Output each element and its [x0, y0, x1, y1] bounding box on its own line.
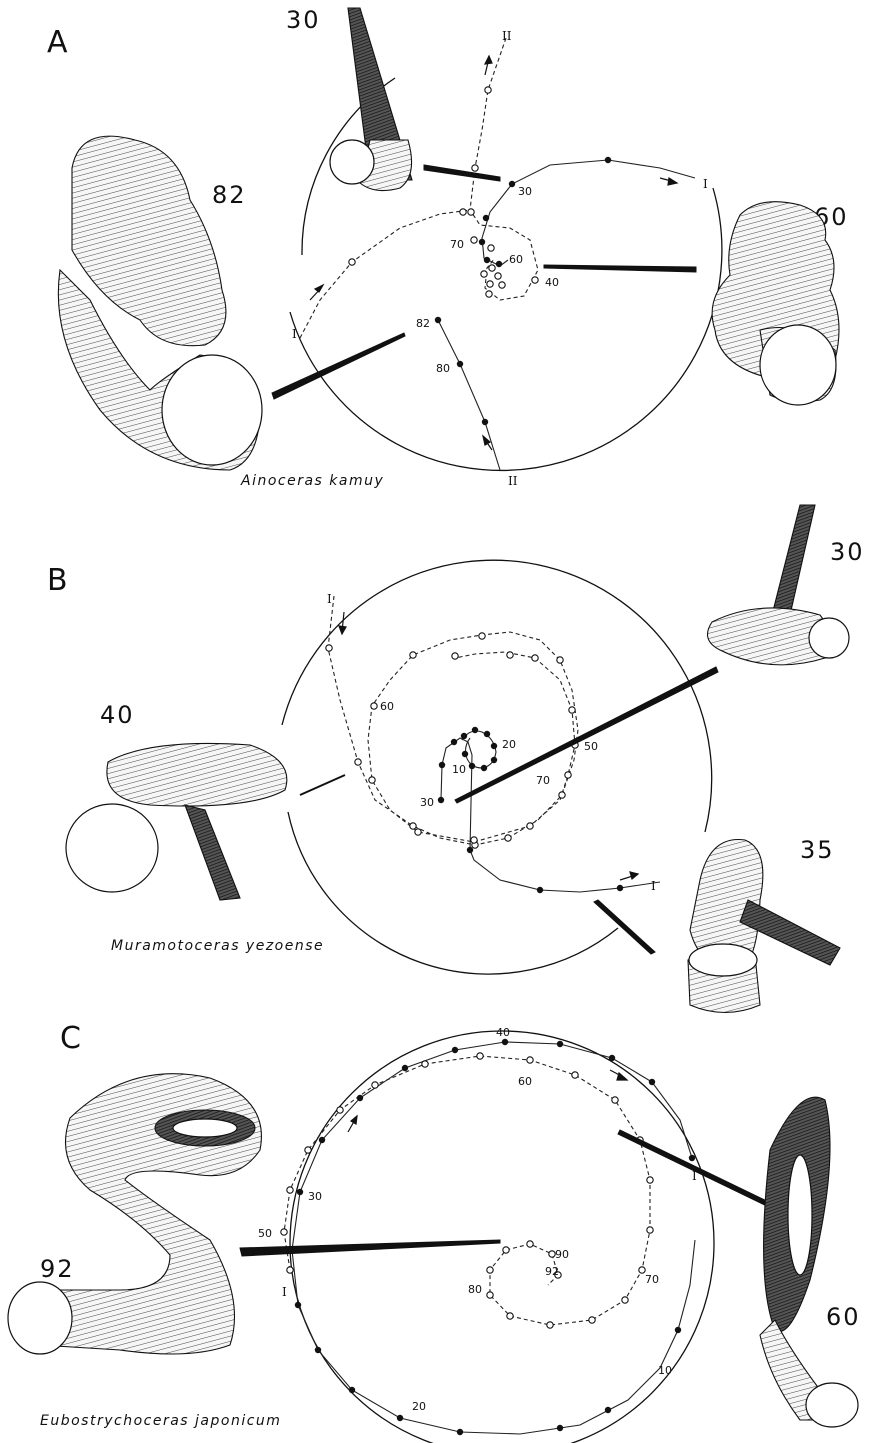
panel-a-shell-drawing-30: [330, 8, 412, 191]
panel-c-point-label: 70: [645, 1273, 659, 1286]
panel-a-point-label: 82: [416, 317, 430, 330]
panel-b-roman-label: I: [327, 592, 332, 606]
panel-a-point-label: 30: [518, 185, 532, 198]
panel-c-orbit-circle: [290, 1031, 714, 1443]
panel-c-point-label: 80: [468, 1283, 482, 1296]
panel-a: A: [47, 6, 849, 489]
panel-c-point-label: 30: [308, 1190, 322, 1203]
panel-a-point-label: 60: [509, 253, 523, 266]
panel-c-point-label: 60: [518, 1075, 532, 1088]
panel-c: C: [8, 1021, 861, 1443]
panel-c-point-label: 90: [555, 1248, 569, 1261]
panel-b-point-label: 20: [502, 738, 516, 751]
panel-c-point-label: 50: [258, 1227, 272, 1240]
panel-a-point-label: 70: [450, 238, 464, 251]
panel-b-label: B: [47, 563, 68, 598]
panel-c-species-name: Eubostrychoceras japonicum: [40, 1413, 281, 1429]
panel-b-orbit-circle: [282, 560, 712, 974]
panel-a-roman-label: II: [508, 474, 518, 488]
panel-b-species-name: Muramotoceras yezoense: [111, 938, 324, 954]
panel-c-dashed-track: [284, 1056, 650, 1325]
panel-a-orbit-circle: [290, 78, 722, 470]
panel-b-point-label: 70: [536, 774, 550, 787]
panel-c-shell-drawing-60: [760, 1097, 858, 1427]
panel-c-point-label: 40: [496, 1026, 510, 1039]
panel-c-point-label: 10: [658, 1364, 672, 1377]
panel-a-drawing-number: 30: [286, 6, 321, 34]
panel-c-shell-drawing-92: [8, 1074, 261, 1354]
panel-b-drawing-number: 40: [100, 701, 135, 729]
panel-a-dashed-track: [470, 38, 538, 300]
panel-c-label: C: [60, 1021, 81, 1056]
panel-b-drawing-number: 30: [830, 538, 865, 566]
panel-b-point-label: 10: [452, 763, 466, 776]
panel-c-drawing-number: 92: [40, 1255, 75, 1283]
panel-a-dashed-outer: [300, 210, 470, 338]
panel-a-roman-label: II: [502, 29, 512, 43]
panel-b-solid-track: [441, 738, 660, 892]
panel-a-shell-drawing-60: [712, 202, 839, 405]
panel-b-shell-drawing-30: [708, 505, 850, 665]
panel-b: B: [47, 505, 865, 1013]
panel-a-point-label: 40: [545, 276, 559, 289]
panel-a-label: A: [47, 25, 68, 60]
panel-c-roman-label: I: [282, 1285, 287, 1299]
panel-c-point-label: 92: [545, 1265, 559, 1278]
panel-b-point-label: 60: [380, 700, 394, 713]
panel-b-shell-drawing-40: [66, 743, 287, 900]
panel-b-pointers: [300, 667, 718, 954]
panel-a-roman-label: I: [703, 177, 708, 191]
panel-b-drawing-number: 35: [800, 836, 835, 864]
panel-b-point-label: 50: [584, 740, 598, 753]
panel-a-point-label: 80: [436, 362, 450, 375]
panel-a-drawing-number: 82: [212, 181, 247, 209]
panel-a-solid-track: [482, 160, 695, 266]
panel-b-dashed-outer-track: [328, 596, 578, 845]
panel-a-species-name: Ainoceras kamuy: [240, 473, 384, 489]
panel-c-point-label: 20: [412, 1400, 426, 1413]
panel-b-shell-drawing-35: [688, 840, 840, 1013]
panel-c-drawing-number: 60: [826, 1303, 861, 1331]
panel-c-points: [281, 1039, 695, 1435]
panel-b-roman-label: I: [651, 879, 656, 893]
panel-b-point-label: 30: [420, 796, 434, 809]
panel-a-roman-label: I: [292, 327, 297, 341]
